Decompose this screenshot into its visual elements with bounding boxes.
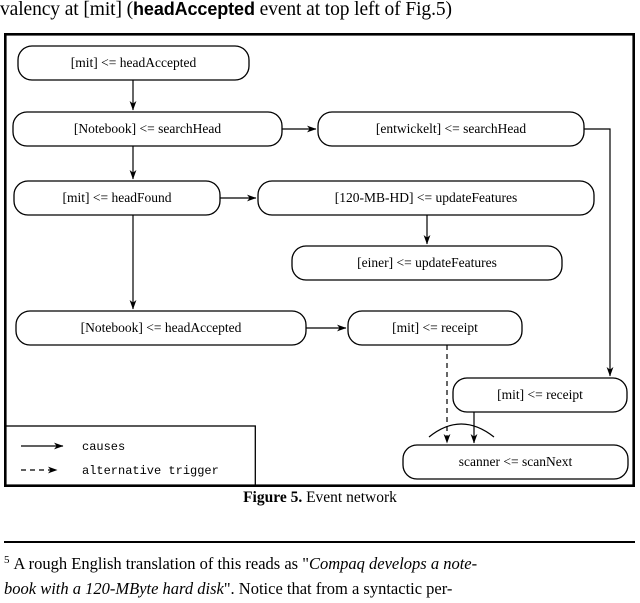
figure-caption: Figure 5. Event network [0,489,640,507]
legend: causes alternative trigger [4,425,256,487]
footnote-italic-a: Compaq develops a note- [308,554,478,573]
footnote-marker: 5 [4,554,10,566]
figure-5-container: [mit] <= headAccepted [Notebook] <= sear… [4,33,635,487]
node-120mbhd-updatefeatures[interactable]: [120-MB-HD] <= updateFeatures [257,180,595,216]
footnote-italic-b: book with a 120-MByte hard disk [4,579,224,598]
node-entwickelt-searchhead[interactable]: [entwickelt] <= searchHead [317,111,585,147]
node-box[interactable] [347,310,523,346]
node-box[interactable] [17,45,250,81]
node-mit-headaccepted[interactable]: [mit] <= headAccepted [17,45,250,81]
node-label: [mit] <= receipt [497,387,583,402]
body-text-after: event at top left of Fig.5) [254,0,452,20]
node-box[interactable] [452,377,628,413]
legend-item-causes: causes [21,440,125,454]
event-network-diagram: [mit] <= headAccepted [Notebook] <= sear… [4,33,635,487]
legend-label: causes [82,440,125,454]
node-box[interactable] [402,444,629,480]
node-box[interactable] [291,245,563,281]
node-box[interactable] [257,180,595,216]
legend-border [4,425,256,487]
node-mit-headfound[interactable]: [mit] <= headFound [13,180,221,216]
node-label: scanner <= scanNext [459,454,573,469]
edge-crossing-arc [428,423,495,438]
figure-border [4,33,635,487]
node-box[interactable] [13,180,221,216]
node-notebook-searchhead[interactable]: [Notebook] <= searchHead [12,111,283,147]
body-text-line: valency at [mit] (headAccepted event at … [0,0,640,24]
footnote-line-2: book with a 120-MByte hard disk". Notice… [4,576,638,601]
edge-entwickelt-to-mit-receipt-2 [584,128,614,377]
legend-label: alternative trigger [82,464,219,478]
node-label: [entwickelt] <= searchHead [376,121,526,136]
node-label: [Notebook] <= searchHead [74,121,221,136]
figure-caption-text: Event network [302,489,397,506]
node-mit-receipt-2[interactable]: [mit] <= receipt [452,377,628,413]
node-label: [mit] <= receipt [392,320,478,335]
footnote-separator-rule [4,541,635,543]
footnote-text-b: ". Notice that from a syntactic per- [223,579,453,598]
node-label: [einer] <= updateFeatures [357,255,497,270]
node-scanner-scannext[interactable]: scanner <= scanNext [402,444,629,480]
footnote-text-a: A rough English translation of this read… [13,554,309,573]
node-mit-receipt-1[interactable]: [mit] <= receipt [347,310,523,346]
node-box[interactable] [15,310,307,346]
body-text-bold-term: headAccepted [133,0,255,19]
node-box[interactable] [317,111,585,147]
legend-item-alternative-trigger: alternative trigger [21,464,219,478]
node-notebook-headaccepted[interactable]: [Notebook] <= headAccepted [15,310,307,346]
node-label: [120-MB-HD] <= updateFeatures [335,190,517,205]
figure-caption-number: Figure 5. [243,489,303,506]
node-label: [mit] <= headFound [63,190,172,205]
node-label: [mit] <= headAccepted [71,55,197,70]
node-box[interactable] [12,111,283,147]
body-text-before: valency at [mit] ( [0,0,134,20]
node-label: [Notebook] <= headAccepted [81,320,242,335]
node-einer-updatefeatures[interactable]: [einer] <= updateFeatures [291,245,563,281]
